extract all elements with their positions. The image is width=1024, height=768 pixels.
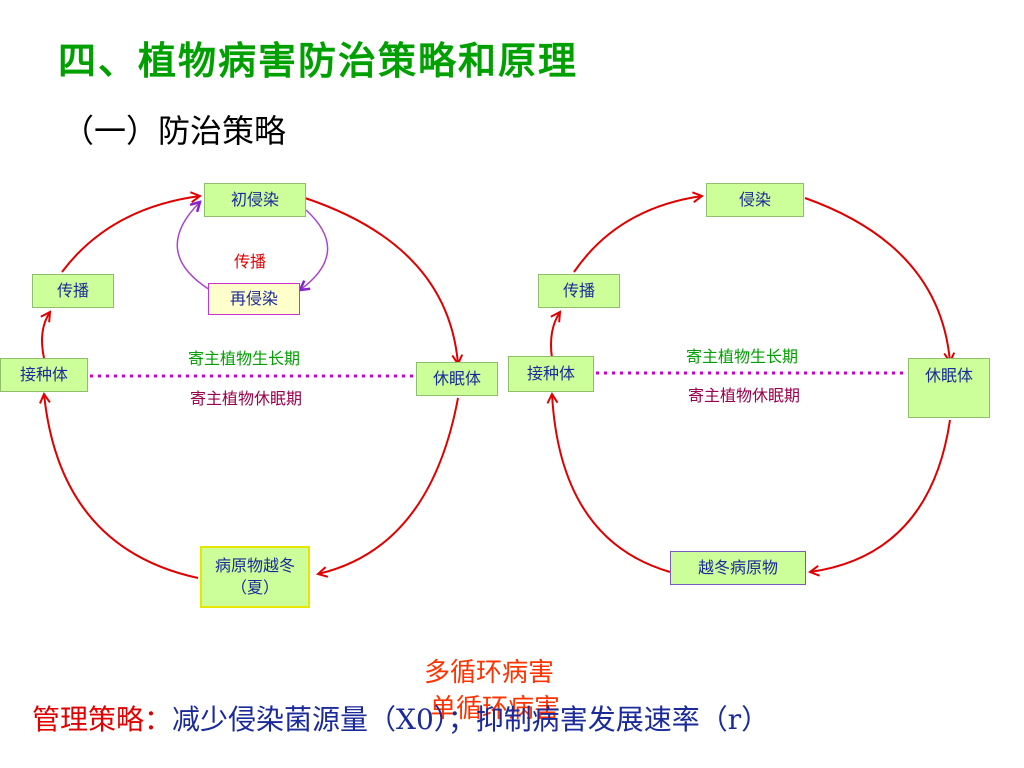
right-dormant-period-label: 寄主植物休眠期: [688, 386, 801, 405]
page-subtitle: （一）防治策略: [62, 112, 287, 150]
right-arc-inoculum-to-spread: [550, 312, 560, 359]
right-box-overwinter: 越冬病原物: [670, 551, 806, 585]
left-box-dormant: 休眠体: [416, 362, 498, 396]
left-box-inoculum: 接种体: [0, 358, 88, 392]
management-strategy: 管理策略：减少侵染菌源量（X0）；抑制病害发展速率（r）: [32, 698, 769, 738]
left-arc-overwinter-to-inoculum: [44, 394, 199, 579]
left-arc-dormant-to-overwinter: [318, 397, 459, 574]
left-box-spread: 传播: [32, 274, 114, 308]
right-arc-infect-to-dormant: [804, 197, 950, 362]
strategy-text: 减少侵染菌源量（X0）；抑制病害发展速率（r）: [172, 703, 770, 736]
left-box-initial-infection: 初侵染: [204, 183, 306, 217]
right-arc-dormant-to-overwinter: [810, 419, 951, 572]
left-growth-period-label: 寄主植物生长期: [188, 349, 301, 368]
multi-cycle-label: 多循环病害: [424, 658, 555, 688]
page-title: 四、植物病害防治策略和原理: [58, 38, 579, 83]
left-box-overwinter: 病原物越冬（夏）: [200, 546, 310, 608]
left-arc-initial-to-dormant: [304, 197, 458, 364]
right-box-dormant: 休眠体: [908, 358, 990, 418]
strategy-key: 管理策略：: [32, 703, 173, 736]
right-arc-overwinter-to-inoculum: [552, 394, 671, 573]
right-arc-spread-to-infect: [573, 196, 702, 273]
right-box-spread: 传播: [538, 274, 620, 308]
right-growth-period-label: 寄主植物生长期: [686, 347, 799, 366]
left-arc-reinfect-loop-up: [176, 202, 211, 291]
right-box-inoculum: 接种体: [508, 356, 594, 392]
left-arc-spread-to-initial: [61, 196, 200, 273]
single-cycle-label: 单循环病害: [430, 694, 561, 724]
left-box-reinfection: 再侵染: [208, 283, 300, 315]
left-arc-inoculum-to-spread: [42, 312, 50, 359]
right-box-infection: 侵染: [706, 183, 804, 217]
left-reinfect-spread-label: 传播: [234, 252, 267, 271]
left-dormant-period-label: 寄主植物休眠期: [190, 389, 303, 408]
left-arc-reinfect-loop-down: [300, 209, 329, 290]
